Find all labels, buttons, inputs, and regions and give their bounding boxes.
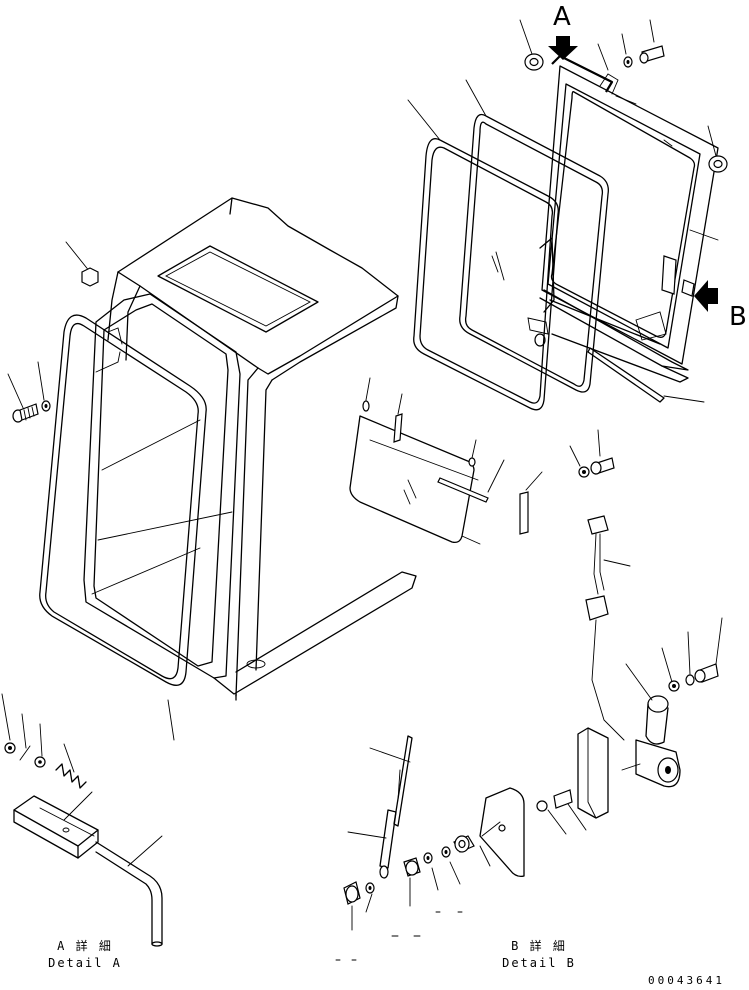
wiper-shaft-cover	[479, 787, 525, 878]
cab-frame	[83, 197, 417, 701]
frame-caps	[519, 19, 728, 173]
view-label-b: B	[729, 302, 747, 332]
detail-b-jp: B 詳 細	[511, 939, 567, 953]
detail-b-en: Detail B	[502, 956, 576, 970]
detail-a-en: Detail A	[48, 956, 122, 970]
bolt-washer-right	[569, 429, 615, 478]
dash-marks	[335, 911, 463, 961]
drawing-number: 00043641	[648, 974, 725, 987]
leader-line	[65, 241, 91, 273]
gasket-strip	[587, 229, 719, 403]
wiper-arm	[347, 809, 397, 879]
front-window-frame	[527, 54, 719, 383]
detail-a-caption: A 詳 細 Detail A	[40, 938, 130, 972]
motor-bolts	[661, 617, 723, 692]
wire-harness	[585, 515, 631, 741]
door-glass-seal	[39, 314, 207, 686]
latch-pin	[519, 471, 543, 535]
leader-line	[167, 699, 175, 741]
cap-bolt	[81, 267, 99, 287]
wiper-motor	[621, 663, 681, 788]
detail-b-caption: B 詳 細 Detail B	[494, 938, 584, 972]
wiper-nuts-washers	[343, 835, 491, 931]
motor-bracket	[536, 727, 609, 835]
detail-a-lock	[1, 693, 163, 947]
bolt-washer-left	[7, 361, 51, 423]
view-arrow-b	[694, 280, 718, 312]
lower-front-glass	[349, 377, 505, 545]
view-label-a: A	[553, 2, 571, 32]
front-window-glass	[407, 79, 609, 411]
detail-a-jp: A 詳 細	[57, 939, 113, 953]
wiper-blade	[369, 735, 413, 827]
view-arrow-a	[548, 36, 578, 60]
